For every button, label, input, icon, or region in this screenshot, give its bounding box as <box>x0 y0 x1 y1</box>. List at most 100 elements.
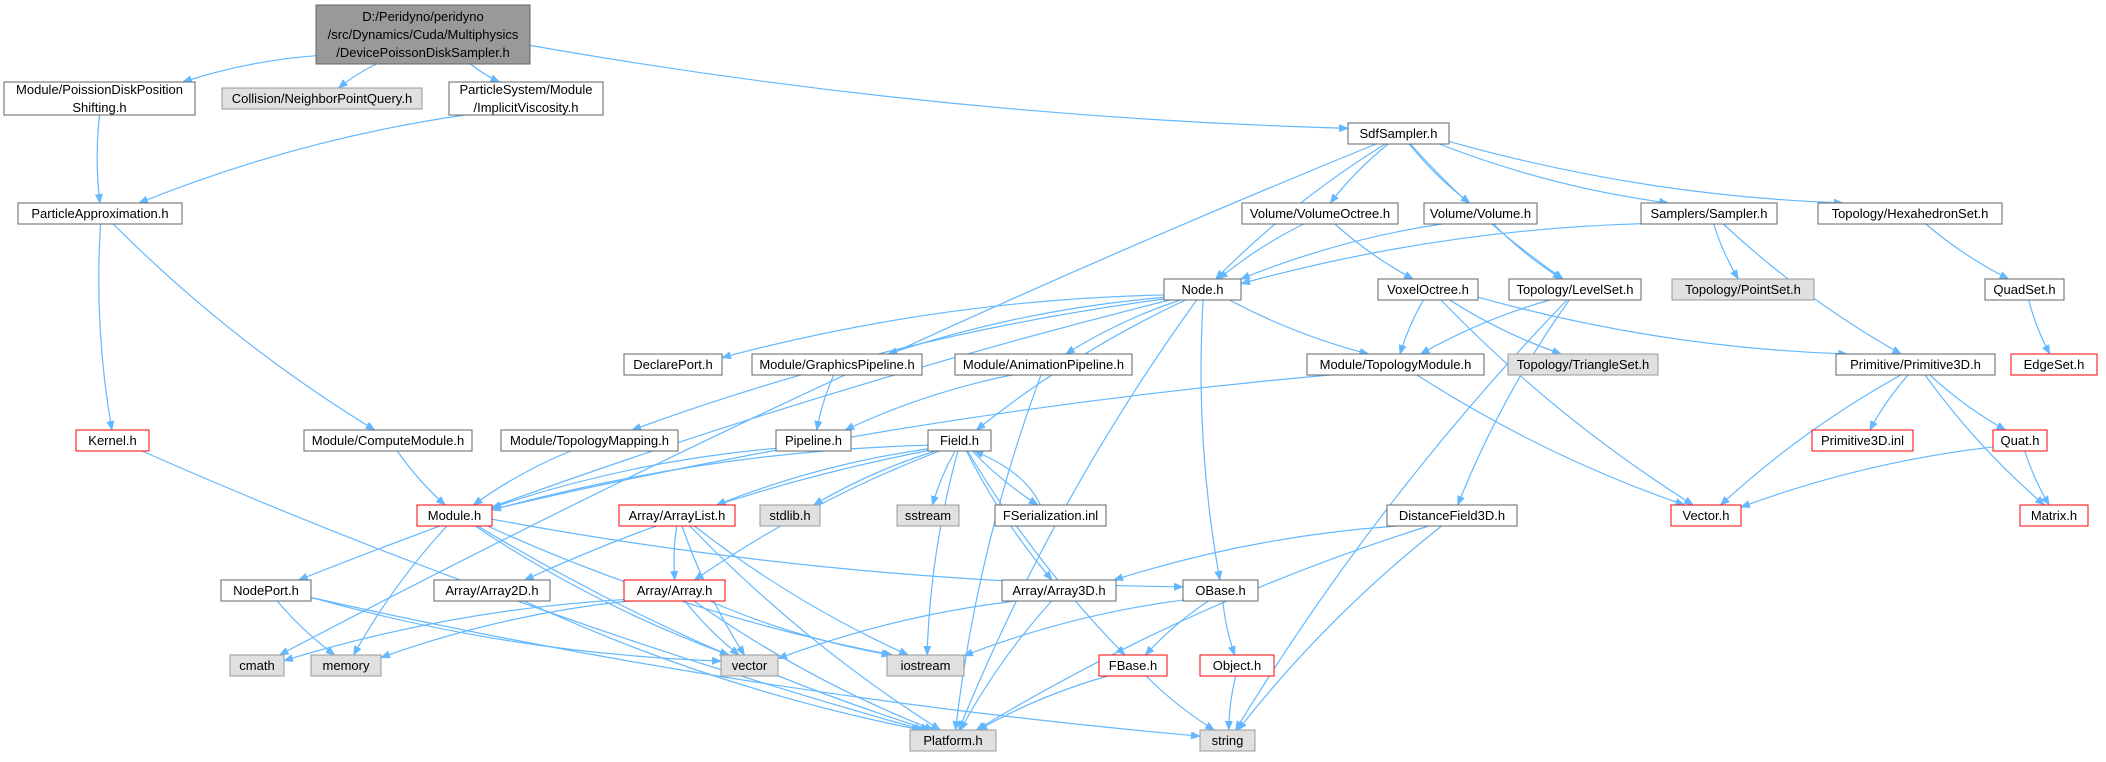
graph-node-matrix[interactable]: Matrix.h <box>2019 504 2089 527</box>
graph-edge-volumeoctree-to-node <box>1217 223 1305 280</box>
graph-node-levelset[interactable]: Topology/LevelSet.h <box>1508 278 1642 301</box>
graph-node-nodeport[interactable]: NodePort.h <box>220 579 312 602</box>
graph-node-sdfsampler[interactable]: SdfSampler.h <box>1347 122 1450 145</box>
graph-node-label: Object.h <box>1213 658 1261 673</box>
graph-node-label: Samplers/Sampler.h <box>1650 206 1767 221</box>
graph-node-primitive3d[interactable]: Primitive/Primitive3D.h <box>1835 353 1996 376</box>
graph-node-array2d[interactable]: Array/Array2D.h <box>433 579 551 602</box>
graph-node-pointset[interactable]: Topology/PointSet.h <box>1671 278 1815 301</box>
graph-node-array[interactable]: Array/Array.h <box>623 579 726 602</box>
graph-node-platform[interactable]: Platform.h <box>909 729 997 752</box>
graph-node-collision[interactable]: Collision/NeighborPointQuery.h <box>221 87 423 110</box>
graph-edge-primitive3d-to-quat <box>1929 374 2007 431</box>
graph-node-box <box>75 429 150 452</box>
graph-node-arraylist[interactable]: Array/ArrayList.h <box>618 504 736 527</box>
graph-node-quat[interactable]: Quat.h <box>1992 429 2048 452</box>
graph-node-hexaset[interactable]: Topology/HexahedronSet.h <box>1817 202 2003 225</box>
graph-edge-field-to-stdlib <box>812 450 936 506</box>
graph-node-label: Matrix.h <box>2031 508 2077 523</box>
graph-node-vector_h[interactable]: Vector.h <box>1670 504 1742 527</box>
graph-edge-distfield-to-platform <box>975 525 1429 731</box>
graph-edge-obase-to-iostream <box>963 599 1184 657</box>
graph-node-box <box>720 654 779 677</box>
graph-node-box <box>1508 278 1642 301</box>
graph-node-fbase[interactable]: FBase.h <box>1098 654 1168 677</box>
graph-node-label: Module.h <box>428 508 481 523</box>
graph-node-iostream[interactable]: iostream <box>886 654 965 677</box>
graph-node-field[interactable]: Field.h <box>927 429 992 452</box>
graph-node-topomapping[interactable]: Module/TopologyMapping.h <box>500 429 679 452</box>
graph-node-edgeset[interactable]: EdgeSet.h <box>2010 353 2098 376</box>
graph-edge-field-to-array2d <box>523 450 929 581</box>
graph-node-triangleset[interactable]: Topology/TriangleSet.h <box>1507 353 1659 376</box>
graph-node-label: Array/Array3D.h <box>1012 583 1105 598</box>
graph-node-memory[interactable]: memory <box>310 654 382 677</box>
graph-node-voxeloctree[interactable]: VoxelOctree.h <box>1377 278 1479 301</box>
graph-node-quadset[interactable]: QuadSet.h <box>1984 278 2065 301</box>
graph-node-vector[interactable]: vector <box>720 654 779 677</box>
graph-edge-array3d-to-vector <box>777 600 1016 660</box>
graph-node-viscosity[interactable]: ParticleSystem/Module/ImplicitViscosity.… <box>448 81 604 116</box>
graph-edge-particleapprox-to-kernel <box>98 223 115 431</box>
graph-node-module[interactable]: Module.h <box>416 504 493 527</box>
graph-edge-array-to-memory <box>380 600 629 659</box>
graph-node-samplers[interactable]: Samplers/Sampler.h <box>1640 202 1778 225</box>
graph-node-cmath[interactable]: cmath <box>229 654 285 677</box>
graph-node-root[interactable]: D:/Peridyno/peridyno/src/Dynamics/Cuda/M… <box>315 4 531 65</box>
graph-node-box <box>1835 353 1996 376</box>
graph-node-label: QuadSet.h <box>1993 282 2055 297</box>
graph-edge-nodeport-to-string <box>310 596 1201 740</box>
graph-node-kernel[interactable]: Kernel.h <box>75 429 150 452</box>
graph-edge-fbase-to-platform <box>977 675 1108 731</box>
graph-node-animpipe[interactable]: Module/AnimationPipeline.h <box>954 353 1133 376</box>
graph-node-box <box>229 654 285 677</box>
graph-edge-primitive3d-to-vector_h <box>1719 374 1902 506</box>
graph-node-box <box>1817 202 2003 225</box>
node-layer: D:/Peridyno/peridyno/src/Dynamics/Cuda/M… <box>3 4 2098 752</box>
graph-node-particleapprox[interactable]: ParticleApproximation.h <box>17 202 183 225</box>
graph-node-label: Array/Array2D.h <box>445 583 538 598</box>
graph-node-box <box>1507 353 1659 376</box>
graph-edge-field-to-sstream <box>931 450 956 506</box>
graph-node-label: FBase.h <box>1109 658 1157 673</box>
graph-node-fserial[interactable]: FSerialization.inl <box>994 504 1107 527</box>
graph-node-label: Topology/LevelSet.h <box>1516 282 1633 297</box>
graph-node-obase[interactable]: OBase.h <box>1182 579 1259 602</box>
graph-node-volume[interactable]: Volume/Volume.h <box>1423 202 1538 225</box>
graph-node-pipeline[interactable]: Pipeline.h <box>775 429 852 452</box>
graph-edge-node-to-topomodule <box>1229 299 1370 356</box>
graph-edge-obase-to-object <box>1222 600 1236 656</box>
graph-node-graphicspipe[interactable]: Module/GraphicsPipeline.h <box>751 353 923 376</box>
graph-node-sstream[interactable]: sstream <box>896 504 960 527</box>
graph-node-array3d[interactable]: Array/Array3D.h <box>1001 579 1117 602</box>
graph-node-declareport[interactable]: DeclarePort.h <box>623 353 723 376</box>
graph-edge-nodeport-to-memory <box>276 600 336 656</box>
graph-node-string[interactable]: string <box>1199 729 1256 752</box>
graph-edge-node-to-nodeport <box>297 299 1170 581</box>
graph-edge-distfield-to-array3d <box>1113 525 1398 582</box>
graph-edge-quat-to-matrix <box>2024 450 2050 506</box>
graph-node-box <box>994 504 1107 527</box>
graph-node-topomodule[interactable]: Module/TopologyModule.h <box>1306 353 1485 376</box>
graph-edge-node-to-obase <box>1200 299 1223 581</box>
graph-node-computemodule[interactable]: Module/ComputeModule.h <box>303 429 473 452</box>
graph-node-node[interactable]: Node.h <box>1163 278 1242 301</box>
graph-node-label: cmath <box>239 658 274 673</box>
graph-edge-volumeoctree-to-voxeloctree <box>1334 223 1414 280</box>
graph-node-primitive3dinl[interactable]: Primitive3D.inl <box>1811 429 1914 452</box>
graph-node-stdlib[interactable]: stdlib.h <box>759 504 821 527</box>
graph-edge-array-to-platform <box>693 600 935 731</box>
graph-node-object[interactable]: Object.h <box>1199 654 1275 677</box>
graph-edge-topomodule-to-module <box>491 374 1331 512</box>
graph-node-distfield[interactable]: DistanceField3D.h <box>1386 504 1518 527</box>
graph-node-label: memory <box>323 658 370 673</box>
graph-node-label: iostream <box>901 658 951 673</box>
graph-edge-arraylist-to-iostream <box>694 525 910 656</box>
graph-node-label: DistanceField3D.h <box>1399 508 1505 523</box>
graph-node-volumeoctree[interactable]: Volume/VolumeOctree.h <box>1241 202 1399 225</box>
graph-node-box <box>775 429 852 452</box>
graph-edge-nodeport-to-vector <box>310 596 722 665</box>
graph-node-box <box>448 81 604 116</box>
